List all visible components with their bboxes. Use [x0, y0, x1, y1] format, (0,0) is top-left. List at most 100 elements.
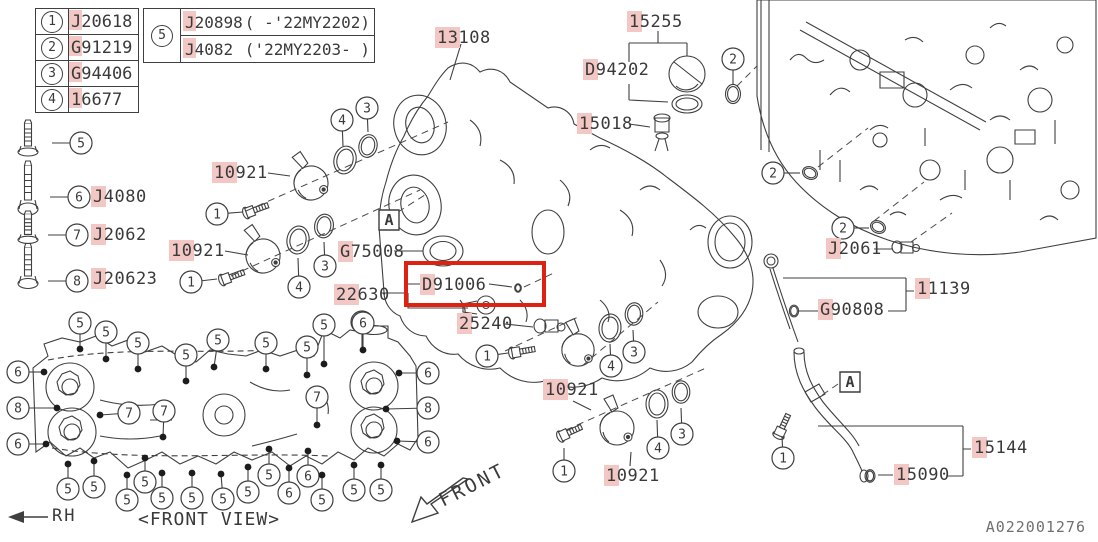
- variant-row[interactable]: J4082 ('22MY2203- ): [181, 35, 375, 62]
- svg-text:8: 8: [424, 402, 432, 417]
- svg-text:5: 5: [102, 326, 110, 341]
- svg-text:8: 8: [14, 402, 22, 417]
- callout-ref-7: 7: [306, 386, 328, 429]
- svg-text:3: 3: [678, 428, 686, 443]
- callout-ref-1: 1: [476, 345, 508, 367]
- svg-text:4: 4: [654, 442, 662, 457]
- callout-ref-5: 5: [212, 470, 234, 510]
- svg-text:A: A: [845, 373, 854, 391]
- rh-label: RH: [52, 506, 77, 526]
- svg-text:5: 5: [318, 494, 326, 509]
- callout-ref-7: 7: [153, 400, 175, 441]
- svg-text:4: 4: [338, 114, 346, 129]
- svg-text:5: 5: [76, 317, 84, 332]
- callout-ref-6: 6: [297, 447, 319, 487]
- callout-ref-5: 5: [52, 132, 92, 154]
- callout-ref-3: 3: [356, 97, 378, 132]
- callout-ref-5: 5: [181, 469, 203, 509]
- callout-ref-5: 5: [258, 445, 280, 486]
- part-number: J20898: [183, 10, 243, 32]
- callout-ref-4: 4: [288, 258, 310, 298]
- part-number: G94406: [68, 61, 133, 84]
- svg-text:4: 4: [295, 281, 303, 296]
- callout-ref-6: 6: [352, 312, 374, 354]
- view-ref-box-A: A: [840, 372, 860, 392]
- callout-ref-3: 3: [314, 242, 336, 277]
- callout-ref-5: 5: [83, 457, 105, 498]
- front-label: FRONT: [435, 459, 509, 511]
- engine-block-art: [757, 0, 1096, 255]
- front-arrow-icon: [412, 478, 468, 522]
- svg-text:7: 7: [313, 391, 321, 406]
- svg-text:6: 6: [14, 366, 22, 381]
- svg-text:3: 3: [363, 102, 371, 117]
- callout-ref-8: 8: [382, 397, 439, 419]
- svg-text:5: 5: [77, 137, 85, 152]
- svg-text:5: 5: [377, 484, 385, 499]
- callout-ref-5: 5: [296, 336, 318, 379]
- callout-ref-7: 7: [96, 402, 140, 424]
- callout-ref-3: 3: [623, 330, 645, 363]
- callout-ref-7: 7: [48, 224, 88, 246]
- dashed-lines: [231, 66, 952, 430]
- applicability-note: ( -'22MY2202): [244, 12, 371, 32]
- ref-circle: 1: [41, 10, 63, 33]
- callout-ref-6: 6: [278, 464, 300, 504]
- callout-ref-4: 4: [600, 344, 622, 377]
- callout-ref-5: 5: [343, 461, 365, 501]
- svg-text:3: 3: [321, 260, 329, 275]
- svg-text:2: 2: [769, 167, 777, 182]
- svg-text:5: 5: [244, 486, 252, 501]
- svg-text:7: 7: [160, 405, 168, 420]
- highlight-box: [404, 261, 546, 307]
- svg-text:5: 5: [64, 483, 72, 498]
- svg-text:6: 6: [424, 367, 432, 382]
- callout-ref-6: 6: [395, 362, 439, 384]
- callout-ref-5: 5: [370, 461, 392, 501]
- part-number: 16677: [68, 87, 123, 110]
- callout-ref-5: 5: [207, 329, 229, 371]
- callout-ref-5: 5: [313, 314, 335, 368]
- svg-text:1: 1: [560, 465, 568, 480]
- callout-ref-4: 4: [331, 109, 353, 146]
- leader-lines: [225, 31, 971, 476]
- svg-text:5: 5: [350, 484, 358, 499]
- svg-text:1: 1: [213, 208, 221, 223]
- svg-text:5: 5: [320, 319, 328, 334]
- callout-ref-5: 5: [116, 471, 138, 511]
- view-ref-box-A: A: [379, 210, 399, 230]
- callout-ref-8: 8: [7, 397, 61, 419]
- svg-text:5: 5: [158, 492, 166, 507]
- callout-ref-1: 1: [180, 271, 217, 293]
- callout-ref-5: 5: [134, 454, 156, 493]
- svg-text:2: 2: [729, 53, 737, 68]
- callout-ref-1: 1: [772, 436, 794, 469]
- svg-text:6: 6: [75, 191, 83, 206]
- svg-text:8: 8: [73, 275, 81, 290]
- callout-ref-5: 5: [95, 321, 117, 363]
- callout-ref-1: 1: [206, 203, 243, 225]
- callout-ref-2: 2: [832, 217, 869, 239]
- callout-ref-8: 8: [48, 270, 88, 292]
- svg-text:5: 5: [182, 349, 190, 364]
- applicability-note: ('22MY2203- ): [235, 39, 371, 59]
- svg-text:7: 7: [125, 407, 133, 422]
- svg-text:5: 5: [90, 481, 98, 496]
- svg-text:7: 7: [73, 229, 81, 244]
- variant-row[interactable]: J20898( -'22MY2202): [181, 9, 374, 35]
- svg-text:5: 5: [188, 492, 196, 507]
- callout-ref-2: 2: [762, 162, 800, 184]
- part-number: G91219: [68, 35, 133, 58]
- callout-ref-5: 5: [151, 469, 173, 509]
- rh-arrow-icon: [8, 511, 48, 523]
- variant-table: 5 J20898( -'22MY2202) J4082 ('22MY2203- …: [143, 8, 376, 63]
- callout-ref-6: 6: [393, 431, 439, 453]
- svg-text:6: 6: [304, 470, 312, 485]
- callout-ref-2: 2: [722, 48, 744, 84]
- ref-circle: 3: [41, 62, 63, 85]
- svg-text:5: 5: [262, 337, 270, 352]
- document-number: A022001276: [985, 518, 1086, 536]
- callout-ref-1: 1: [553, 448, 575, 482]
